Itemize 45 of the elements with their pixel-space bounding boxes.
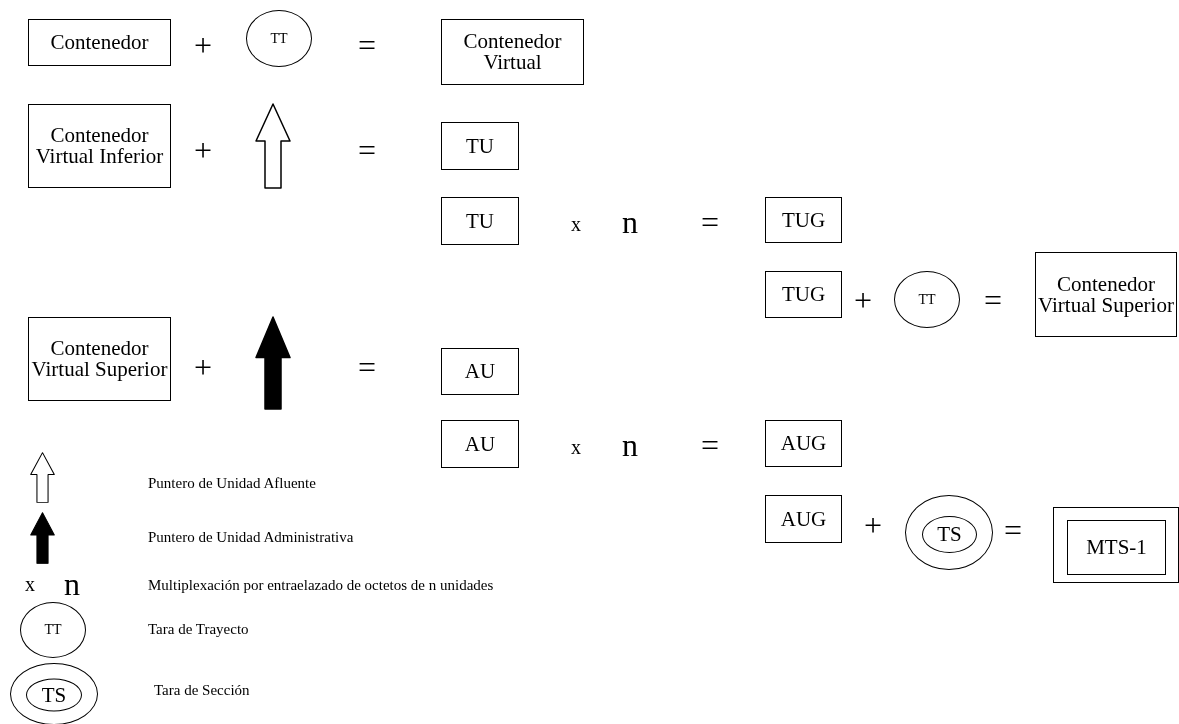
legend-label: Multiplexación por entraelazado de octetos de n unidades — [148, 576, 494, 594]
plus-sign: + — [854, 284, 872, 316]
text-box: TUG — [765, 271, 842, 318]
multiply-sign: x — [571, 437, 581, 457]
outer-frame — [1053, 507, 1179, 583]
legend-symbol: TT — [20, 602, 86, 658]
multiply-sign: x — [571, 214, 581, 234]
ellipse: TT — [894, 271, 960, 328]
hollow-arrow — [255, 103, 291, 189]
equals-sign: = — [701, 206, 719, 238]
text-box: TU — [441, 122, 519, 170]
legend-label: Puntero de Unidad Afluente — [148, 474, 316, 492]
text-box: AUG — [765, 420, 842, 467]
text-box: AU — [441, 348, 519, 395]
variable-label: n — [622, 429, 638, 461]
text-box: Contenedor Virtual Superior — [1035, 252, 1177, 337]
text-box: AUG — [765, 495, 842, 543]
solid-arrow — [255, 316, 291, 410]
equals-sign: = — [984, 284, 1002, 316]
legend-symbol: TS — [26, 678, 82, 712]
text-box: AU — [441, 420, 519, 468]
text-box: TU — [441, 197, 519, 245]
inner-ellipse: TS — [922, 516, 977, 553]
plus-sign: + — [864, 509, 882, 541]
text-box: Contenedor Virtual Superior — [28, 317, 171, 401]
equals-sign: = — [358, 134, 376, 166]
plus-sign: + — [194, 351, 212, 383]
equals-sign: = — [358, 29, 376, 61]
text-box: Contenedor Virtual — [441, 19, 584, 85]
legend-label: Tara de Trayecto — [148, 620, 249, 638]
text-box: TUG — [765, 197, 842, 243]
legend-label: Puntero de Unidad Administrativa — [148, 528, 354, 546]
variable-label: n — [622, 206, 638, 238]
ellipse: TT — [246, 10, 312, 67]
equals-sign: = — [1004, 514, 1022, 546]
text-box: Contenedor Virtual Inferior — [28, 104, 171, 188]
variable-label: n — [64, 568, 80, 600]
inner-box: MTS-1 — [1067, 520, 1166, 575]
multiply-sign: x — [25, 574, 35, 594]
text-box: Contenedor — [28, 19, 171, 66]
plus-sign: + — [194, 134, 212, 166]
equals-sign: = — [358, 351, 376, 383]
legend-label: Tara de Sección — [154, 681, 250, 699]
equals-sign: = — [701, 429, 719, 461]
plus-sign: + — [194, 29, 212, 61]
